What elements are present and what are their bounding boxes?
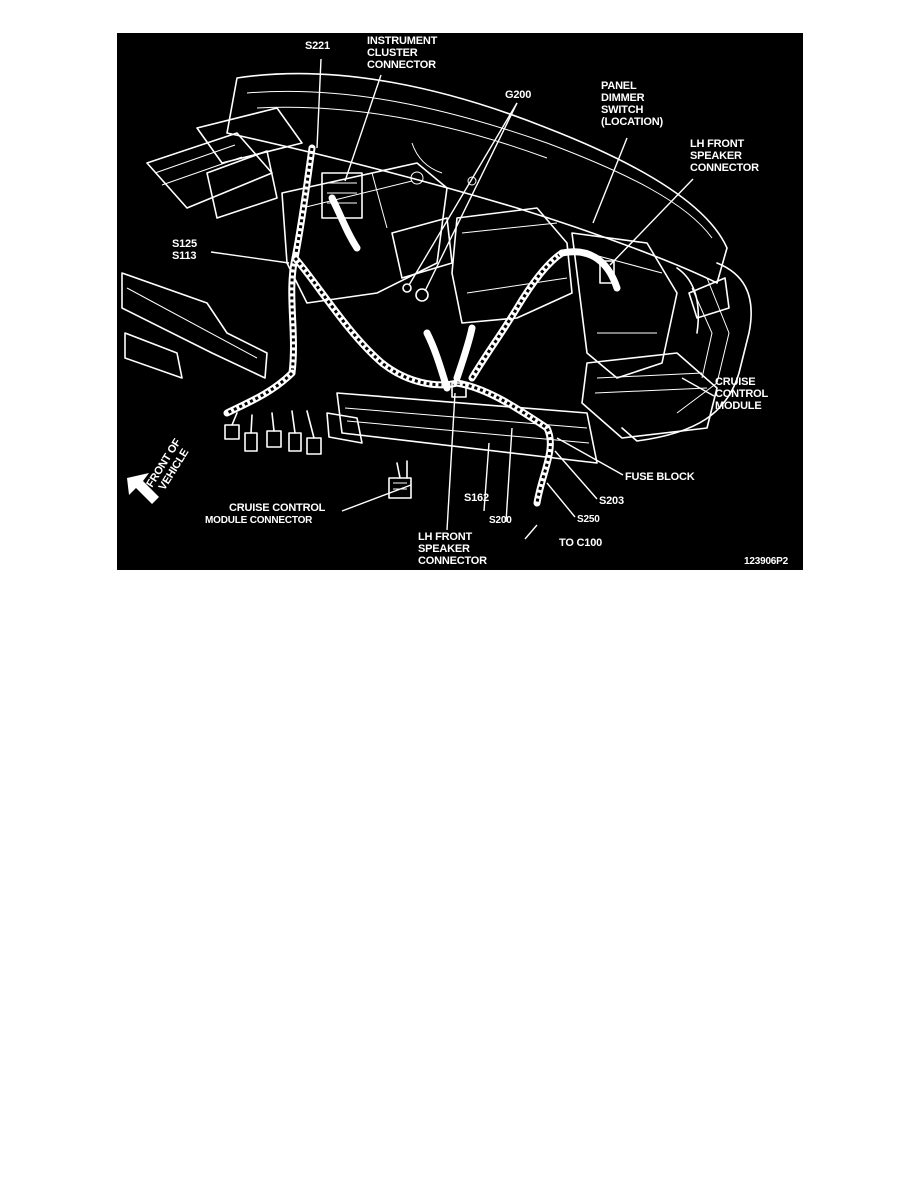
label-lh-front-speaker-connector-top-3: CONNECTOR (690, 162, 759, 174)
label-lh-front-speaker-connector-top-2: SPEAKER (690, 150, 742, 162)
label-s203: S203 (599, 495, 624, 507)
label-lh-front-speaker-connector-top-1: LH FRONT (690, 138, 744, 150)
label-s125: S125 (172, 238, 197, 250)
label-cruise-control-module-connector-1: CRUISE CONTROL (229, 502, 326, 514)
label-lh-front-speaker-connector-bottom-1: LH FRONT (418, 531, 472, 543)
label-lh-front-speaker-connector-bottom-2: SPEAKER (418, 543, 470, 555)
label-instrument-cluster-connector-1: INSTRUMENT (367, 35, 438, 47)
label-panel-dimmer-switch-2: DIMMER (601, 92, 645, 104)
label-fuse-block: FUSE BLOCK (625, 471, 695, 483)
label-s200: S200 (489, 515, 512, 526)
label-cruise-control-module-connector-2: MODULE CONNECTOR (205, 515, 313, 526)
wire-harness-drawing (223, 144, 621, 507)
label-s221: S221 (305, 40, 330, 52)
front-of-vehicle-arrow (127, 473, 159, 504)
label-panel-dimmer-switch-1: PANEL (601, 80, 637, 92)
label-to-c100: TO C100 (559, 537, 602, 549)
label-cruise-control-module-3: MODULE (715, 400, 761, 412)
label-lh-front-speaker-connector-bottom-3: CONNECTOR (418, 555, 487, 567)
leader-lines (210, 58, 715, 540)
wiring-diagram-figure: S221 INSTRUMENT CLUSTER CONNECTOR G200 P… (117, 33, 803, 570)
label-cruise-control-module-2: CONTROL (715, 388, 768, 400)
label-panel-dimmer-switch-3: SWITCH (601, 104, 643, 116)
label-instrument-cluster-connector-3: CONNECTOR (367, 59, 436, 71)
label-s113: S113 (172, 250, 196, 262)
label-s162: S162 (464, 492, 489, 504)
label-s250: S250 (577, 514, 600, 525)
label-instrument-cluster-connector-2: CLUSTER (367, 47, 418, 59)
figure-id-code: 123906P2 (744, 556, 789, 567)
label-cruise-control-module-1: CRUISE (715, 376, 755, 388)
instrument-panel-drawing (121, 72, 752, 464)
wiring-diagram-svg: S221 INSTRUMENT CLUSTER CONNECTOR G200 P… (121, 35, 789, 567)
label-panel-dimmer-switch-4: (LOCATION) (601, 116, 663, 128)
label-g200: G200 (505, 89, 531, 101)
